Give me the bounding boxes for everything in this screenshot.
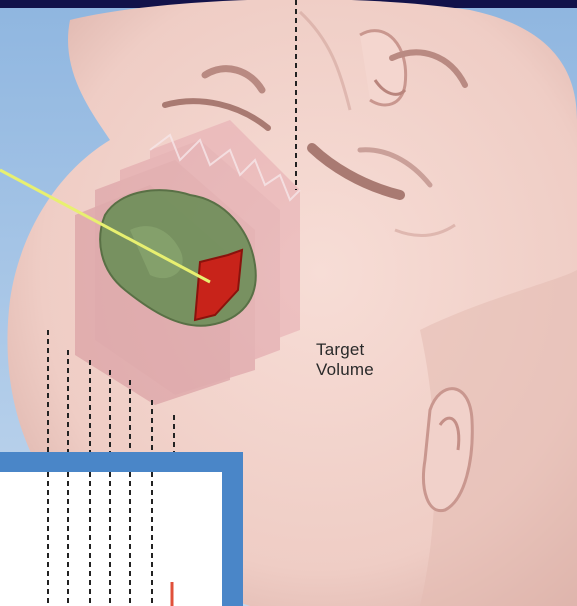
target-volume-label: Target Volume	[316, 340, 374, 380]
inset-panel	[0, 452, 243, 606]
target-volume-label-line1: Target	[316, 340, 374, 360]
target-volume-label-line2: Volume	[316, 360, 374, 380]
